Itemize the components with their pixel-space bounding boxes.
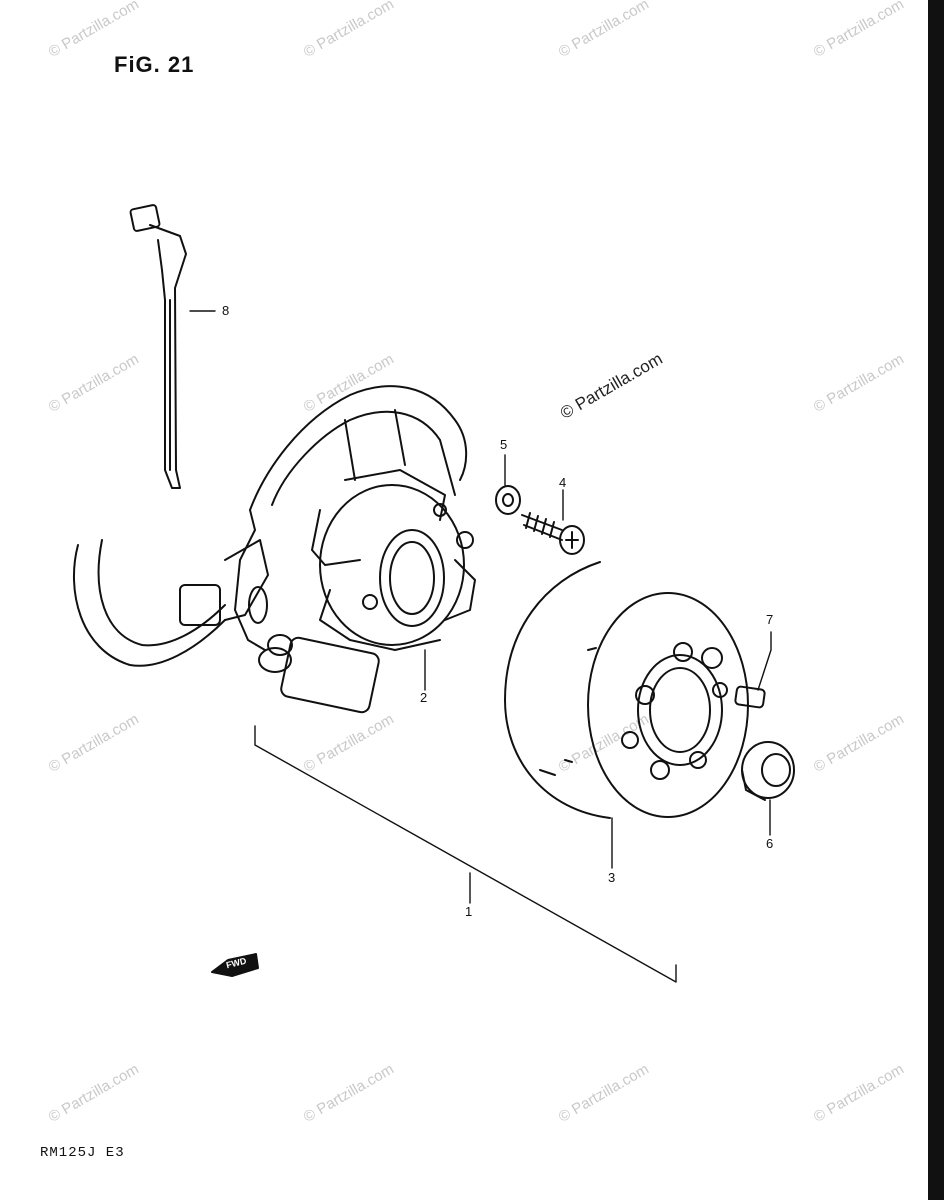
leader-lines [189, 310, 772, 983]
nut-part [741, 741, 795, 801]
model-code: RM125J E3 [40, 1145, 125, 1161]
figure-title: FiG. 21 [114, 52, 195, 77]
flywheel-rotor-part [504, 561, 749, 819]
cable-tie-part [129, 204, 187, 489]
wiring-harness-part [72, 539, 380, 714]
callout-6: 6 [766, 836, 774, 851]
callout-5: 5 [500, 437, 508, 452]
callout-3: 3 [608, 870, 616, 885]
callout-2: 2 [420, 690, 428, 705]
stator-plate-part [234, 385, 468, 656]
key-part [734, 685, 766, 709]
callout-4: 4 [559, 475, 567, 490]
callout-8: 8 [222, 303, 230, 318]
washer-part [495, 485, 521, 515]
callout-7: 7 [766, 612, 774, 627]
screw-part [521, 512, 585, 555]
stator-coils-part [311, 469, 476, 651]
scan-edge [928, 0, 944, 1200]
forward-arrow-icon [211, 953, 259, 977]
callout-1: 1 [465, 904, 473, 919]
